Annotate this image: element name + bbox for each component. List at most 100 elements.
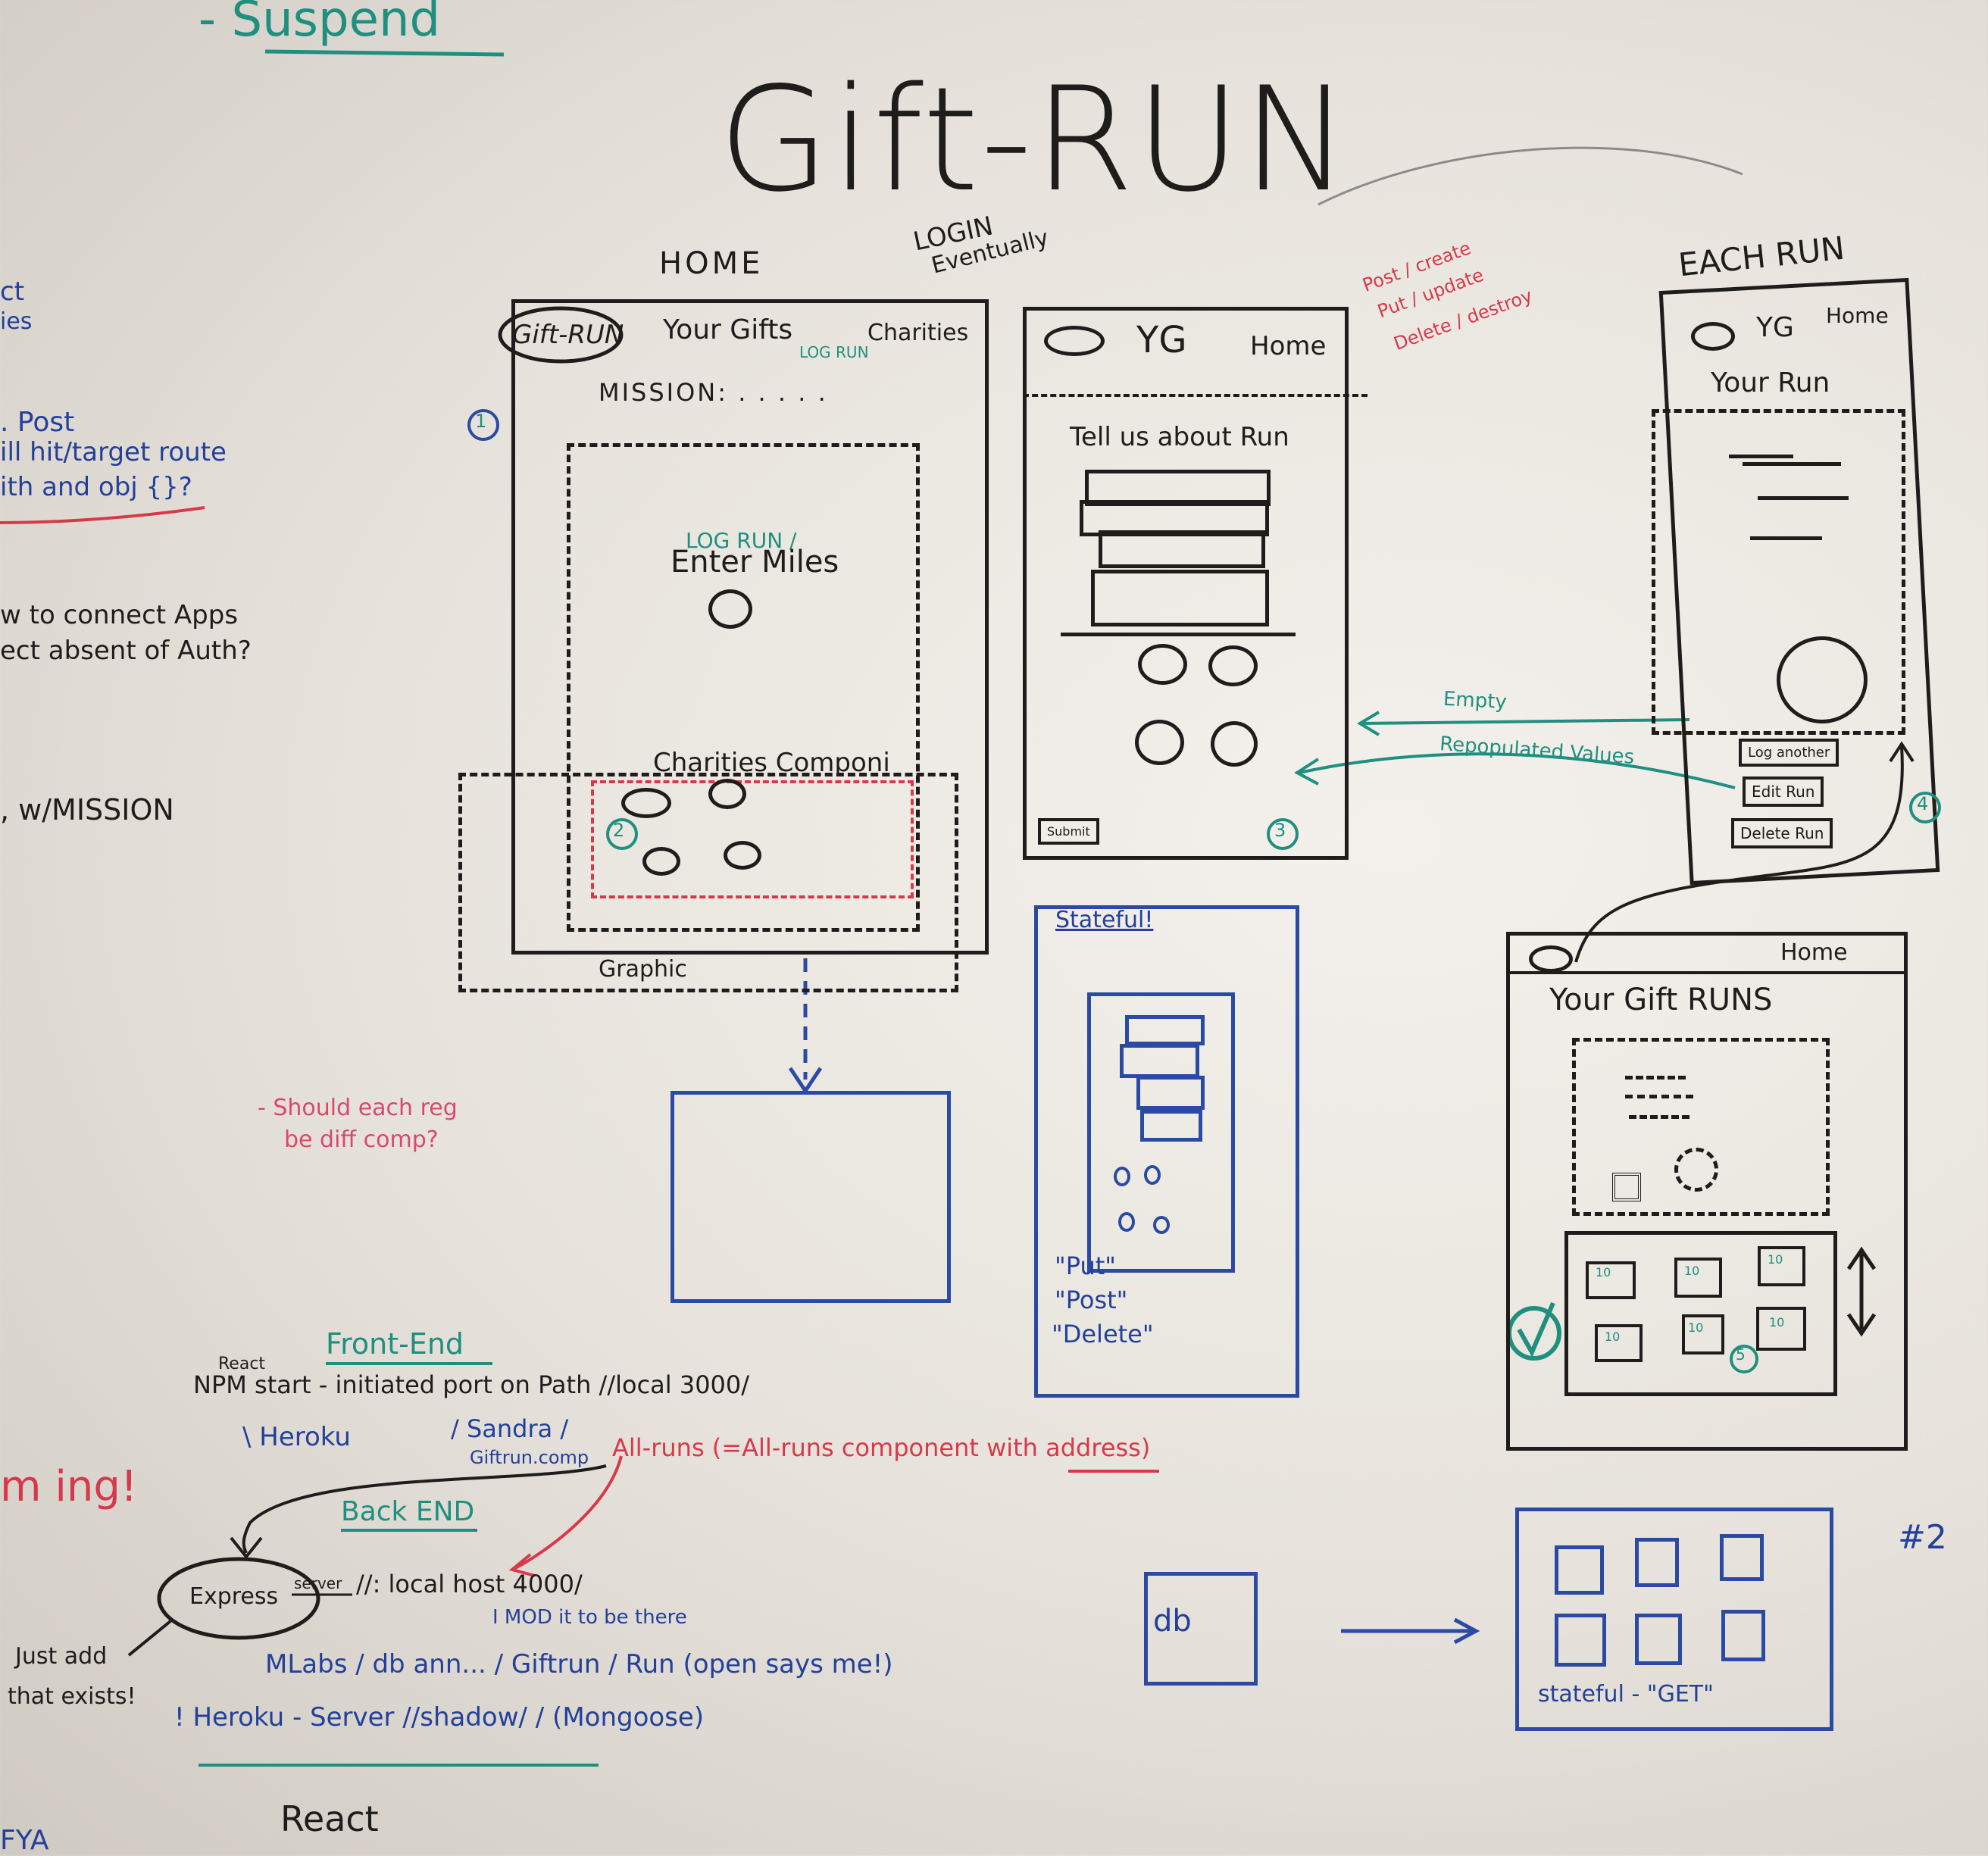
each-run-heading: Your Run	[1711, 367, 1830, 398]
title-curve	[1318, 146, 1743, 206]
gift-tile[interactable]	[1674, 1258, 1722, 1298]
empty-label: Empty	[1443, 687, 1508, 714]
get-tile[interactable]	[1555, 1614, 1606, 1667]
gift-tile[interactable]	[1682, 1314, 1724, 1355]
charities-component-label: Charities Componi	[653, 748, 890, 778]
text-line	[1729, 455, 1793, 458]
react-label: React	[218, 1355, 266, 1373]
log-another-button[interactable]: Log another	[1739, 739, 1840, 767]
gift-tile[interactable]	[1595, 1324, 1643, 1362]
log-heading: Tell us about Run	[1070, 422, 1289, 452]
margin-text: w to connect Apps	[0, 600, 239, 630]
stateful-option[interactable]	[1144, 1165, 1161, 1185]
step-badge	[1730, 1345, 1758, 1373]
db-label: db	[1153, 1604, 1192, 1639]
log-run-label: LOG RUN /	[686, 528, 797, 553]
tile-value: 10	[1769, 1315, 1785, 1330]
stateful-field[interactable]	[1136, 1076, 1205, 1110]
gift-tiles-area	[1564, 1231, 1837, 1396]
stateful-option[interactable]	[1118, 1212, 1135, 1232]
gift-tile[interactable]	[1586, 1261, 1636, 1299]
run-input-field[interactable]	[1080, 500, 1269, 536]
stateful-field[interactable]	[1140, 1110, 1202, 1142]
sandra-note: / Sandra /	[451, 1414, 569, 1443]
get-tile[interactable]	[1635, 1614, 1682, 1665]
stateful-option[interactable]	[1114, 1167, 1130, 1186]
express-curve-head	[230, 1536, 263, 1560]
nav-yg[interactable]: YG	[1136, 319, 1187, 361]
stateful-form	[1087, 992, 1235, 1273]
tile-value: 10	[1684, 1264, 1700, 1278]
nav-home[interactable]: Home	[1780, 939, 1848, 966]
logo-mark[interactable]	[1691, 322, 1735, 351]
gift-tile[interactable]	[1756, 1307, 1806, 1351]
giftrun-comp-note: Giftrun.comp	[470, 1447, 589, 1468]
text-line	[1750, 536, 1822, 540]
stateful-field[interactable]	[1125, 1015, 1205, 1045]
option-button[interactable]	[1138, 644, 1187, 685]
option-button[interactable]	[1211, 721, 1258, 767]
stateful-field[interactable]	[1120, 1044, 1199, 1078]
stateful-wireframe	[1034, 905, 1299, 1398]
mod-note: I MOD it to be there	[492, 1606, 687, 1629]
nav-charities[interactable]: Charities	[867, 320, 969, 346]
charity-button[interactable]	[621, 788, 671, 818]
tile-value: 10	[1688, 1320, 1704, 1335]
just-add-line	[127, 1620, 172, 1657]
stateful-get-box	[1515, 1508, 1833, 1731]
run-input-field[interactable]	[1099, 530, 1265, 568]
back-end-heading: Back END	[341, 1496, 475, 1527]
nav-log-run[interactable]: LOG RUN	[799, 343, 869, 361]
enter-miles-label: Enter Miles	[670, 545, 839, 580]
step-number: 5	[1736, 1345, 1746, 1364]
repopulated-arrow	[1299, 752, 1736, 789]
nav-logo[interactable]: Gift-RUN	[512, 320, 624, 350]
text-line	[1743, 462, 1841, 466]
get-tile[interactable]	[1555, 1545, 1604, 1595]
run-input-field[interactable]	[1085, 470, 1271, 506]
run-input-field[interactable]	[1091, 570, 1269, 626]
margin-text: ct	[0, 277, 25, 307]
nav-home[interactable]: Home	[1250, 331, 1327, 361]
express-oval	[157, 1557, 320, 1640]
charity-button[interactable]	[708, 779, 746, 809]
check-mark	[1517, 1301, 1555, 1358]
option-button[interactable]	[1208, 645, 1258, 686]
stateful-title: Stateful!	[1055, 907, 1154, 933]
empty-arrow-head	[1357, 711, 1380, 736]
each-run-connector	[1574, 745, 1904, 963]
margin-text: . Post	[0, 407, 75, 438]
logo-oval	[498, 306, 624, 364]
enter-miles-button[interactable]	[708, 589, 752, 629]
stateful-option[interactable]	[1153, 1216, 1170, 1234]
npm-start-note: NPM start - initiated port on Path //loc…	[193, 1370, 750, 1399]
nav-home[interactable]: Home	[1826, 303, 1889, 328]
nav-your-gifts[interactable]: Your Gifts	[663, 314, 793, 345]
db-arrow-head	[1453, 1617, 1480, 1645]
gift-tile[interactable]	[1758, 1246, 1805, 1286]
home-wireframe	[511, 299, 989, 955]
option-button[interactable]	[1135, 720, 1184, 765]
charity-button[interactable]	[642, 847, 680, 876]
mission-dashed-area	[567, 443, 920, 932]
step-number: 2	[613, 820, 625, 841]
express-curve	[242, 1464, 607, 1554]
should-note: - Should each reg	[258, 1095, 458, 1121]
nav-yg[interactable]: YG	[1756, 312, 1794, 343]
submit-button[interactable]: Submit	[1038, 818, 1099, 845]
scroll-arrow-top	[1846, 1246, 1877, 1270]
margin-text: ith and obj {}?	[0, 472, 192, 502]
get-tile[interactable]	[1721, 1610, 1765, 1661]
text-line	[1625, 1076, 1686, 1080]
get-tile[interactable]	[1720, 1534, 1764, 1581]
logo-mark[interactable]	[1529, 945, 1573, 973]
get-tile[interactable]	[1635, 1538, 1679, 1587]
text-line	[1758, 496, 1849, 500]
charity-button[interactable]	[724, 841, 761, 870]
front-end-heading: Front-End	[326, 1327, 464, 1361]
edit-run-button[interactable]: Edit Run	[1743, 776, 1824, 807]
nav-divider	[1506, 971, 1908, 974]
logo-mark[interactable]	[1044, 326, 1105, 356]
left-red-underline	[0, 506, 205, 524]
delete-run-button[interactable]: Delete Run	[1731, 818, 1833, 848]
